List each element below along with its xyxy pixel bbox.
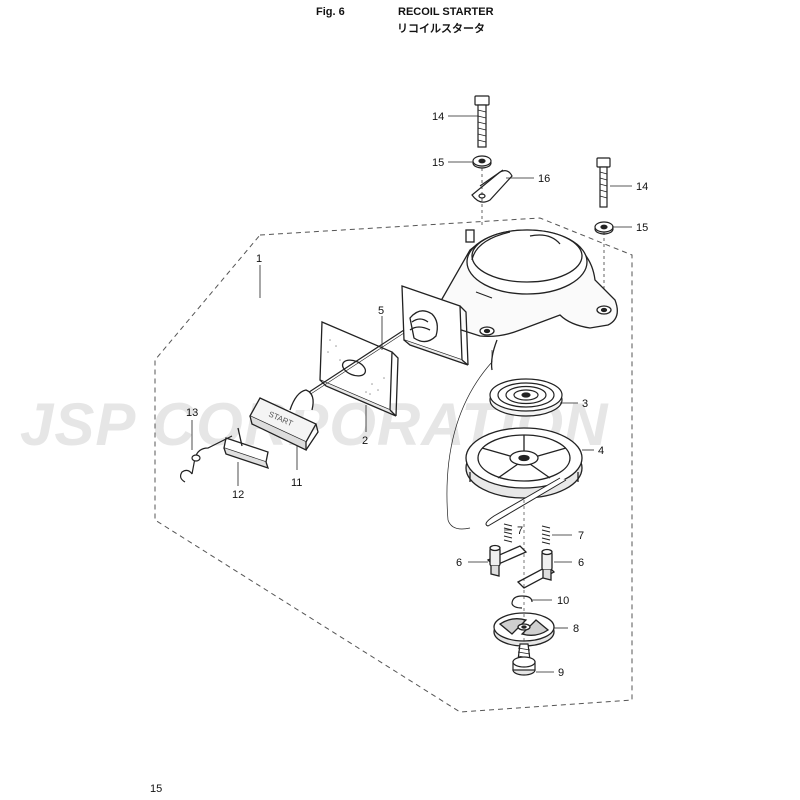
callout-7-right: 7 bbox=[578, 530, 584, 542]
bolt-14-right bbox=[596, 157, 611, 208]
callout-9: 9 bbox=[558, 667, 564, 679]
page-number: 15 bbox=[150, 783, 163, 795]
figure-label: Fig. 6 bbox=[316, 6, 345, 18]
callout-14-right: 14 bbox=[636, 181, 648, 193]
pawl-6-right bbox=[516, 548, 556, 589]
bolt-14-top bbox=[474, 95, 490, 148]
cable-guide-plate-5 bbox=[401, 285, 469, 366]
leader-lines bbox=[191, 115, 632, 673]
callout-1: 1 bbox=[256, 253, 262, 265]
callout-15-right: 15 bbox=[636, 222, 648, 234]
callout-6-right: 6 bbox=[578, 557, 584, 569]
callout-4: 4 bbox=[598, 445, 604, 457]
callout-numbers: 14 15 16 14 15 1 5 2 3 4 7 7 6 6 10 8 9 … bbox=[186, 111, 648, 679]
figure-title: RECOIL STARTER bbox=[398, 6, 494, 18]
clamp-16 bbox=[471, 169, 513, 203]
pawl-spring-7-left bbox=[503, 523, 513, 543]
callout-3: 3 bbox=[582, 398, 588, 410]
callout-14-top: 14 bbox=[432, 111, 444, 123]
callout-11: 11 bbox=[291, 477, 302, 489]
drive-plate-8 bbox=[493, 612, 555, 647]
callout-10: 10 bbox=[557, 595, 569, 607]
washer-15-right bbox=[594, 221, 614, 235]
figure-subtitle-japanese: リコイルスタータ bbox=[397, 23, 485, 35]
rope-leader-line bbox=[446, 350, 493, 530]
callout-15-top: 15 bbox=[432, 157, 444, 169]
callout-8: 8 bbox=[573, 623, 579, 635]
center-screw-9 bbox=[512, 643, 536, 676]
callout-13: 13 bbox=[186, 407, 198, 419]
callout-2: 2 bbox=[362, 435, 368, 447]
recoil-housing-1 bbox=[429, 229, 618, 371]
rope-reel-4 bbox=[465, 427, 583, 499]
pawl-spring-7-right bbox=[541, 525, 551, 545]
start-grip-11: START bbox=[249, 389, 319, 452]
recoil-spring-3 bbox=[489, 378, 563, 417]
clip-ring-10 bbox=[511, 595, 533, 609]
pawl-6-left bbox=[486, 544, 528, 577]
reel-rope-tail bbox=[485, 477, 567, 527]
handle-insert-12 bbox=[223, 427, 270, 470]
callout-6-left: 6 bbox=[456, 557, 462, 569]
callout-16: 16 bbox=[538, 173, 550, 185]
rope-clip-13 bbox=[179, 435, 233, 483]
assembly-boundary bbox=[154, 217, 633, 713]
callout-7-left: 7 bbox=[517, 525, 523, 537]
callout-5: 5 bbox=[378, 305, 384, 317]
washer-15-top bbox=[472, 155, 492, 169]
starter-rope bbox=[299, 329, 405, 399]
callout-12: 12 bbox=[232, 489, 244, 501]
